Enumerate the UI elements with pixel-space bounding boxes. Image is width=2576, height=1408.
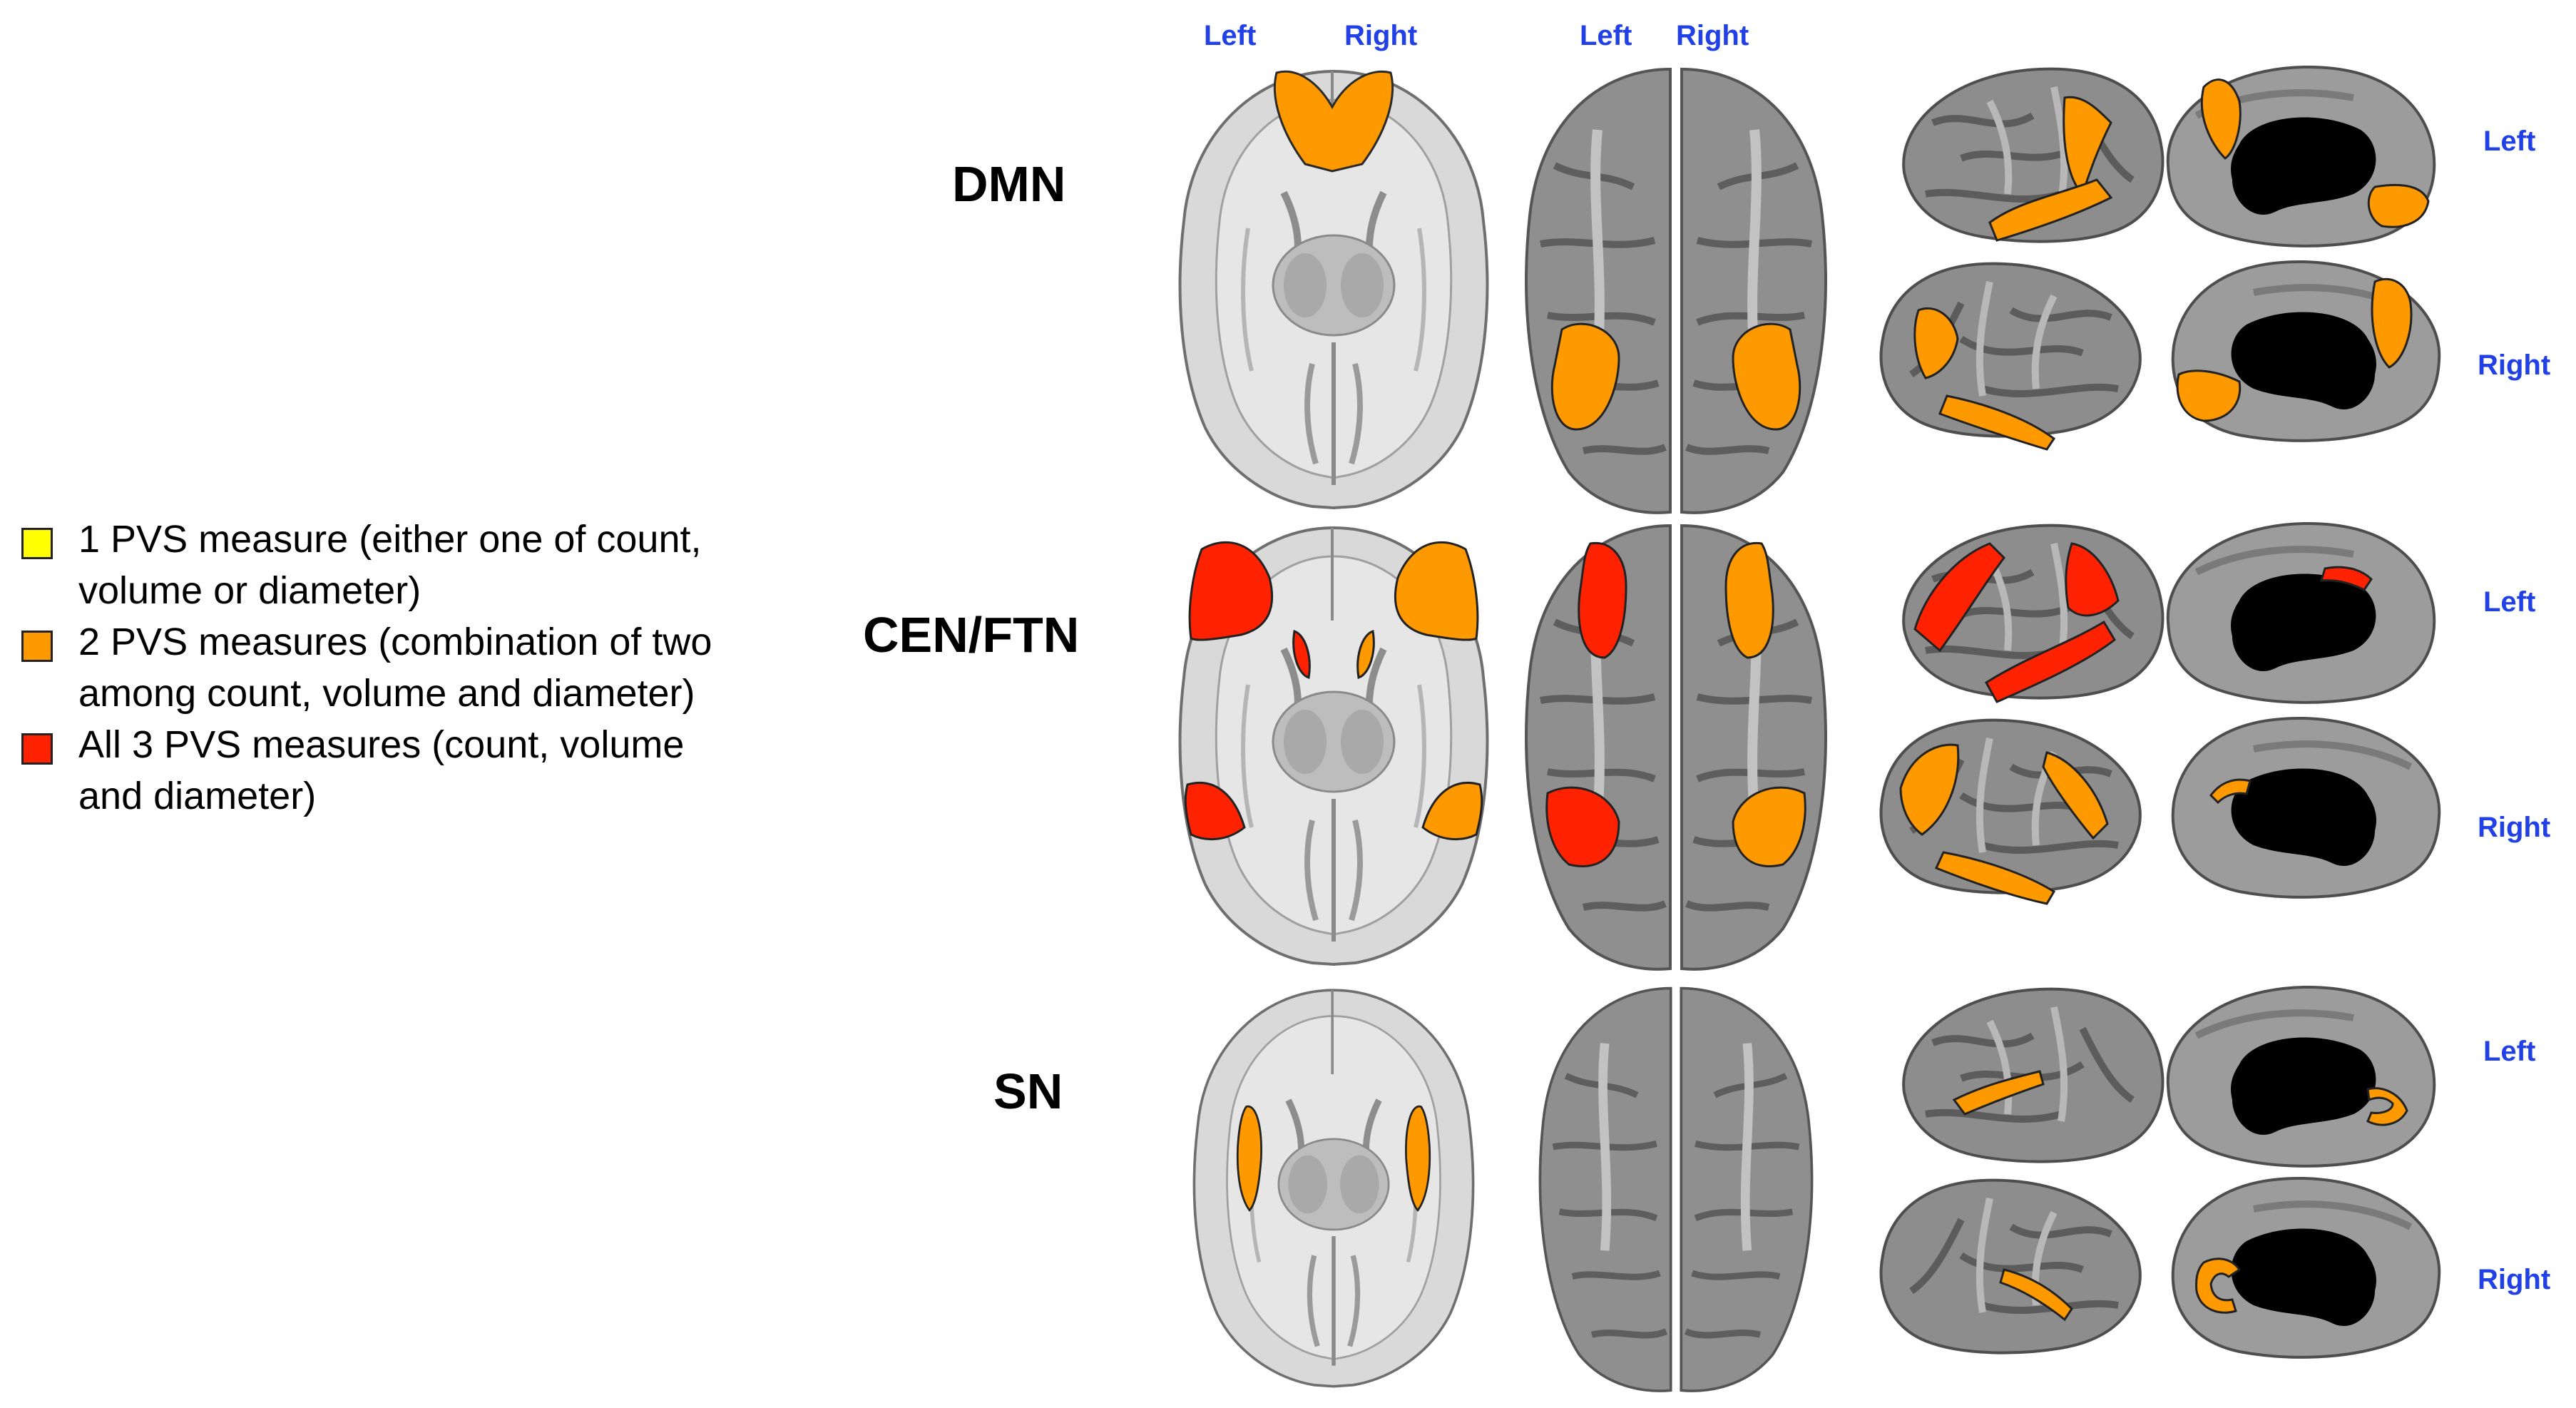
- legend-item-three-measures: All 3 PVS measures (count, volume and di…: [20, 719, 819, 822]
- dmn-dorsal-surface: [1512, 58, 1840, 522]
- legend-text-line1: 2 PVS measures (combination of two: [78, 621, 712, 663]
- cen-axial-region-left-parietal: [1184, 782, 1246, 841]
- legend-item-two-measures: 2 PVS measures (combination of two among…: [20, 616, 819, 719]
- cen-dorsal-region-right-frontal: [1724, 541, 1774, 659]
- legend-text-line1: 1 PVS measure (either one of count,: [78, 518, 702, 561]
- sn-axial-region-right-insula: [1405, 1105, 1431, 1212]
- row-sn-left-label: Left: [2483, 1036, 2536, 1067]
- cen-dorsal-surface: [1512, 515, 1840, 979]
- cen-dorsal-region-left-parietal: [1545, 786, 1620, 867]
- sn-lateral-right-region-insula: [1999, 1268, 2073, 1322]
- dmn-lateral-right-region-angular: [1913, 307, 1959, 379]
- dmn-lateral-left-region-temporal: [1988, 178, 2113, 242]
- axial-right-label: Right: [1344, 20, 1418, 51]
- row-cen-left-label: Left: [2483, 586, 2536, 618]
- legend-text-line1: All 3 PVS measures (count, volume: [78, 723, 685, 766]
- cen-medial-left-region-cingulate: [2319, 566, 2373, 591]
- legend-text-line2: and diameter): [78, 775, 317, 817]
- dmn-lateral-right: [1869, 253, 2161, 451]
- cen-lateral-right-region-temporal: [1934, 851, 2056, 905]
- row-cen-right-label: Right: [2478, 812, 2551, 843]
- dmn-axial-region-medial-frontal: [1273, 70, 1394, 173]
- cen-dorsal-region-right-parietal: [1732, 786, 1806, 867]
- row-dmn-left-label: Left: [2483, 126, 2536, 157]
- cen-lateral-right: [1869, 710, 2161, 905]
- dmn-dorsal-region-right-parietal: [1732, 322, 1801, 431]
- sn-medial-left: [2154, 979, 2446, 1171]
- cen-medial-right: [2161, 710, 2453, 909]
- cen-axial-region-left-caudate: [1292, 630, 1311, 679]
- cen-lateral-left-region-parietal: [2065, 542, 2120, 617]
- sn-axial-slice: [1170, 977, 1498, 1398]
- legend-swatch-red: [21, 733, 53, 765]
- cen-medial-right-region-cingulate: [2209, 778, 2252, 805]
- sn-medial-right-region-acc: [2195, 1257, 2242, 1314]
- dmn-medial-left-region-medial-prefrontal: [2367, 183, 2430, 228]
- dmn-dorsal-region-left-parietal: [1550, 322, 1620, 431]
- dmn-medial-right: [2161, 253, 2453, 453]
- surface-right-label: Right: [1676, 20, 1749, 51]
- sn-dorsal-surface: [1512, 979, 1840, 1399]
- cen-axial-region-right-parietal: [1421, 782, 1483, 841]
- cen-lateral-right-region-parietal: [1899, 743, 1960, 836]
- sn-medial-left-region-acc: [2366, 1087, 2408, 1126]
- legend-text-line2: among count, volume and diameter): [78, 672, 695, 715]
- sn-lateral-left: [1883, 979, 2175, 1171]
- surface-left-label: Left: [1580, 20, 1632, 51]
- legend-swatch-orange: [21, 631, 53, 662]
- dmn-medial-right-region-medial-prefrontal: [2176, 369, 2242, 422]
- sn-lateral-right: [1869, 1170, 2161, 1369]
- legend: 1 PVS measure (either one of count, volu…: [20, 514, 819, 822]
- row-dmn-right-label: Right: [2478, 350, 2551, 381]
- sn-medial-right: [2161, 1170, 2453, 1369]
- legend-text-line2: volume or diameter): [78, 569, 421, 612]
- network-label-dmn: DMN: [952, 156, 1066, 212]
- legend-item-one-measure: 1 PVS measure (either one of count, volu…: [20, 514, 819, 616]
- dmn-lateral-left-region-angular: [2063, 96, 2112, 196]
- cen-medial-left: [2154, 515, 2446, 708]
- row-sn-right-label: Right: [2478, 1264, 2551, 1295]
- sn-lateral-left-region-insula: [1952, 1070, 2045, 1116]
- cen-lateral-left-region-temporal: [1985, 620, 2116, 703]
- cen-lateral-right-region-frontal: [2042, 751, 2109, 840]
- legend-swatch-yellow: [21, 528, 53, 559]
- dmn-axial-slice: [1170, 57, 1498, 521]
- cen-axial-region-left-dlpfc: [1188, 541, 1274, 641]
- dmn-medial-right-region-precuneus: [2371, 277, 2413, 369]
- cen-dorsal-region-left-frontal: [1578, 541, 1627, 659]
- dmn-medial-left-region-precuneus: [2200, 78, 2242, 160]
- cen-lateral-left: [1883, 515, 2175, 703]
- cen-axial-slice: [1170, 514, 1498, 977]
- cen-axial-region-right-dlpfc: [1394, 541, 1479, 641]
- dmn-medial-left: [2154, 58, 2446, 251]
- axial-left-label: Left: [1204, 20, 1257, 51]
- network-label-sn: SN: [993, 1063, 1063, 1119]
- sn-axial-region-left-insula: [1236, 1105, 1262, 1212]
- dmn-lateral-left: [1883, 58, 2175, 251]
- network-label-cen-ftn: CEN/FTN: [863, 607, 1080, 663]
- dmn-lateral-right-region-temporal: [1938, 394, 2056, 451]
- cen-axial-region-right-caudate: [1356, 630, 1375, 679]
- cen-lateral-left-region-frontal: [1913, 542, 2005, 653]
